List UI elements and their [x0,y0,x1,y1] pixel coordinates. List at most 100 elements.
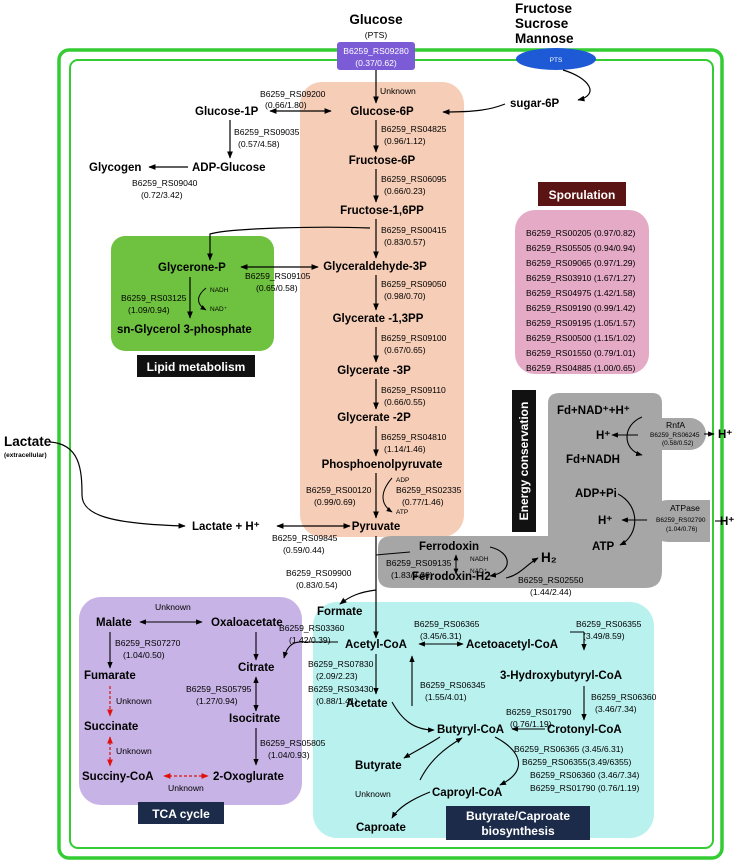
ratio-rs06360-a: (3.46/7.34) [595,704,637,714]
ratio-rs03125: (1.09/0.94) [128,305,170,315]
metabolite-acetyl-coa: Acetyl-CoA [345,639,407,651]
gene-rs06355-a: B6259_RS06355 [576,619,642,629]
arrow-pyruvate-ferrodoxin [375,551,411,556]
h2-evolution-arrow [505,557,539,579]
gene-rs09050: B6259_RS09050 [381,279,447,289]
ratio-rs09110: (0.66/0.55) [384,397,426,407]
rnfa-label: RnfA [666,420,685,430]
fd-nadh: Fd+NADH [566,454,620,466]
arrow-butyrylcoa-butyrate [403,736,441,759]
metabolite-glycogen: Glycogen [89,162,141,174]
sporulation-title-box [538,182,626,206]
tca-unknown-4: Unknown [168,783,204,793]
ratio-rs07270: (1.04/0.50) [123,650,165,660]
ratio-rs06245: (0.58/0.52) [662,440,693,447]
metabolite-acetoacetyl-coa: Acetoacetyl-CoA [466,639,558,651]
metabolite-butyrate: Butyrate [355,760,402,772]
ratio-rs09105: (0.65/0.58) [256,283,298,293]
gene-rs09100: B6259_RS09100 [381,333,447,343]
gene-rs03430: B6259_RS03430 [308,684,374,694]
ratio-rs03430: (0.88/1.41) [316,696,358,706]
sporulation-title: Sporulation [549,188,616,202]
tca-region [79,597,302,805]
sporulation-gene: B6259_RS00205 (0.97/0.82) [526,228,636,238]
pts-ellipse-label: PTS [550,57,563,64]
caproate-gene: B6259_RS01790 (0.76/1.19) [530,783,640,793]
extracellular-label: (extracellular) [4,452,47,459]
gene-rs05795: B6259_RS05795 [186,684,252,694]
arrow-pyruvate-formate [339,589,377,605]
energy-h-plus-1: H⁺ [596,430,610,442]
gene-rs00415: B6259_RS00415 [381,225,447,235]
tca-unknown-1: Unknown [155,602,191,612]
metabolite-glycerate-13pp: Glycerate -1,3PP [333,313,424,325]
gene-rs04810: B6259_RS04810 [381,432,447,442]
gene-rs09040: B6259_RS09040 [132,178,198,188]
ratio-rs09050: (0.98/0.70) [384,291,426,301]
sporulation-gene: B6259_RS03910 (1.67/1.27) [526,273,636,283]
gene-rs04825: B6259_RS04825 [381,124,447,134]
fd-nad-h: Fd+NAD⁺+H⁺ [557,405,630,417]
glucose-label: Glucose [349,12,403,27]
adp-pi: ADP+Pi [575,488,617,500]
pts-transporter-box [337,42,415,70]
metabolite-2-oxoglurate: 2-Oxoglurate [213,771,284,783]
ratio-rs04810: (1.14/1.46) [384,444,426,454]
acetate-coa-transfer [391,701,435,733]
energy-nad: NAD⁺ [470,568,488,575]
metabolite-glucose-6p: Glucose-6P [350,106,414,118]
gene-rs06345: B6259_RS06345 [420,680,486,690]
caproate-gene: B6259_RS06355(3.49/6355) [522,757,632,767]
caproate-gene-list: B6259_RS06365 (3.45/6.31) B6259_RS06355(… [514,744,640,793]
arrow-acetylcoa-citrate [282,641,338,659]
ratio-rs04825: (0.96/1.12) [384,136,426,146]
metabolite-ferrodoxin: Ferrodoxin [419,541,479,553]
sporulation-gene: B6259_RS09195 (1.05/1.57) [526,318,636,328]
energy-title-box [512,390,536,532]
metabolite-glyceraldehyde-3p: Glyceraldehyde-3P [323,261,427,273]
gene-rs06365-a: B6259_RS06365 [414,619,480,629]
gene-rs09105: B6259_RS09105 [245,271,311,281]
metabolite-pyruvate: Pyruvate [352,521,401,533]
metabolite-sn-glycerol-3-phosphate: sn-Glycerol 3-phosphate [117,324,252,336]
gene-rs01790-a: B6259_RS01790 [506,707,572,717]
pts-gene: B6259_RS09280 [343,46,409,56]
metabolite-caproyl-coa: Caproyl-CoA [432,787,502,799]
energy-nadh: NADH [470,556,489,563]
sugar-uptake-arrow [562,69,591,102]
metabolite-adp-glucose: ADP-Glucose [192,162,266,174]
ratio-rs03360: (1.42/0.39) [289,635,331,645]
caproate-gene: B6259_RS06360 (3.46/7.34) [530,770,640,780]
lipid-nadh: NADH [210,287,229,294]
metabolite-butyryl-coa: Butyryl-CoA [437,724,504,736]
ratio-rs05795: (1.27/0.94) [196,696,238,706]
metabolite-caproate: Caproate [356,822,406,834]
ratio-rs09135: (1.83/3.26) [391,570,433,580]
gene-rs03360: B6259_RS03360 [279,623,345,633]
adp-atp-curve [382,477,393,513]
sporulation-gene: B6259_RS09190 (0.99/1.42) [526,303,636,313]
gene-rs09035: B6259_RS09035 [234,127,300,137]
sporulation-gene: B6259_RS00500 (1.15/1.02) [526,333,636,343]
sugar-mannose: Mannose [515,31,574,46]
sporulation-gene-list: B6259_RS00205 (0.97/0.82) B6259_RS05505 … [526,228,636,373]
unknown-label-glucose: Unknown [380,86,416,96]
metabolite-fructose-16pp: Fructose-1,6PP [340,205,424,217]
sugar6p-to-g6p-arrow [442,103,506,115]
lipid-region [111,236,274,351]
metabolite-h2: H₂ [541,550,557,565]
metabolite-glucose-1p: Glucose-1P [195,106,259,118]
lipid-title-box [137,355,255,377]
ratio-rs00415: (0.83/0.57) [384,237,426,247]
metabolite-glycerone-p: Glycerone-P [158,262,226,274]
pts-ratio: (0.37/0.62) [355,58,397,68]
lactate-uptake-arrow [49,441,186,529]
gene-rs02335: B6259_RS02335 [396,485,462,495]
gene-rs05805: B6259_RS05805 [260,738,326,748]
metabolite-acetate: Acetate [346,698,388,710]
ferrodoxin-cycle [489,546,508,578]
metabolite-malate: Malate [96,617,132,629]
nadh-nad-curve [198,287,207,311]
ratio-rs09040: (0.72/3.42) [141,190,183,200]
metabolite-fructose-6p: Fructose-6P [349,155,416,167]
